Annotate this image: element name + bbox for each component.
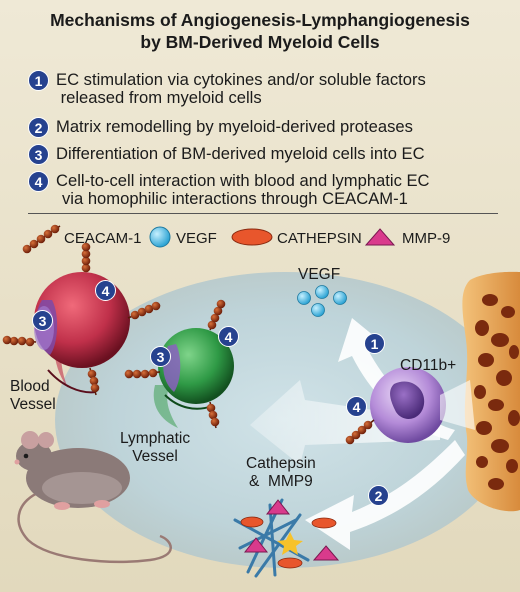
- title-line-1: Mechanisms of Angiogenesis-Lymphangiogen…: [50, 10, 470, 30]
- mouse-image: [14, 431, 172, 564]
- diagram-badge-1: 1: [364, 333, 385, 354]
- mechanism-3-line-1: Differentiation of BM-derived myeloid ce…: [56, 144, 425, 163]
- diagram-badge-2: 2: [368, 485, 389, 506]
- cd11b-label: CD11b+: [400, 357, 457, 374]
- legend-divider: [28, 213, 498, 214]
- vegf-molecules: [297, 285, 347, 317]
- mechanism-badge-2: 2: [28, 117, 49, 138]
- mechanism-1-line-2: released from myeloid cells: [56, 88, 262, 107]
- legend-ceacam-label: CEACAM-1: [64, 230, 142, 247]
- blood-vessel-ceacam: [2, 242, 161, 396]
- legend-vegf-label: VEGF: [176, 230, 217, 247]
- mechanism-4-line-1: Cell-to-cell interaction with blood and …: [56, 171, 430, 190]
- diagram-badge-4-myeloid: 4: [346, 396, 367, 417]
- lymphatic-vessel-label-line-1: Lymphatic: [120, 430, 191, 447]
- mechanism-badge-1: 1: [28, 70, 49, 91]
- lymphatic-vessel-ceacam: [124, 299, 226, 429]
- diagram-badge-4-lymph: 4: [218, 326, 239, 347]
- diagram-badge-3-lymph: 3: [150, 346, 171, 367]
- diagram-badge-3-blood: 3: [32, 310, 53, 331]
- lymphatic-vessel-label-line-2: Vessel: [132, 448, 178, 465]
- mechanism-2-text: Matrix remodelling by myeloid-derived pr…: [56, 118, 413, 136]
- mechanism-3-text: Differentiation of BM-derived myeloid ce…: [56, 145, 425, 163]
- mechanism-1-line-1: EC stimulation via cytokines and/or solu…: [56, 70, 426, 89]
- mechanism-4-line-2: via homophilic interactions through CEAC…: [62, 189, 408, 208]
- legend-ceacam-icon: [22, 224, 61, 254]
- title-line-2: by BM-Derived Myeloid Cells: [140, 32, 380, 52]
- cathepsin-mmp9-label-line-2: & MMP9: [249, 473, 313, 490]
- legend-cathepsin-icon: [231, 228, 273, 246]
- diagram-badge-4-blood: 4: [95, 280, 116, 301]
- mechanism-1-text: EC stimulation via cytokines and/or solu…: [56, 71, 426, 107]
- cathepsin-mmp9-label-line-1: Cathepsin: [246, 455, 316, 472]
- mechanism-badge-4: 4: [28, 171, 49, 192]
- legend-mmp9-label: MMP-9: [402, 230, 451, 247]
- cathepsin-mmp9-label: Cathepsin & MMP9: [246, 455, 316, 491]
- lymphatic-vessel-label: Lymphatic Vessel: [120, 430, 190, 466]
- legend-vegf-icon: [149, 226, 171, 248]
- blood-vessel-label: Blood Vessel: [10, 378, 56, 414]
- mechanism-4-text: Cell-to-cell interaction with blood and …: [56, 172, 430, 208]
- vegf-label: VEGF: [298, 266, 341, 283]
- mechanism-2-line-1: Matrix remodelling by myeloid-derived pr…: [56, 117, 413, 136]
- myeloid-ceacam: [345, 419, 375, 445]
- blood-vessel-label-line-1: Blood: [10, 378, 50, 395]
- blood-vessel-label-line-2: Vessel: [10, 396, 56, 413]
- legend-cathepsin-label: CATHEPSIN: [277, 230, 362, 247]
- extracellular-matrix: [233, 498, 340, 578]
- mechanism-badge-3: 3: [28, 144, 49, 165]
- bone-marrow-image: [462, 271, 520, 512]
- legend-mmp9-icon: [364, 228, 396, 246]
- lymphatic-vessel-cell: [153, 328, 234, 428]
- myeloid-cell: [370, 367, 475, 443]
